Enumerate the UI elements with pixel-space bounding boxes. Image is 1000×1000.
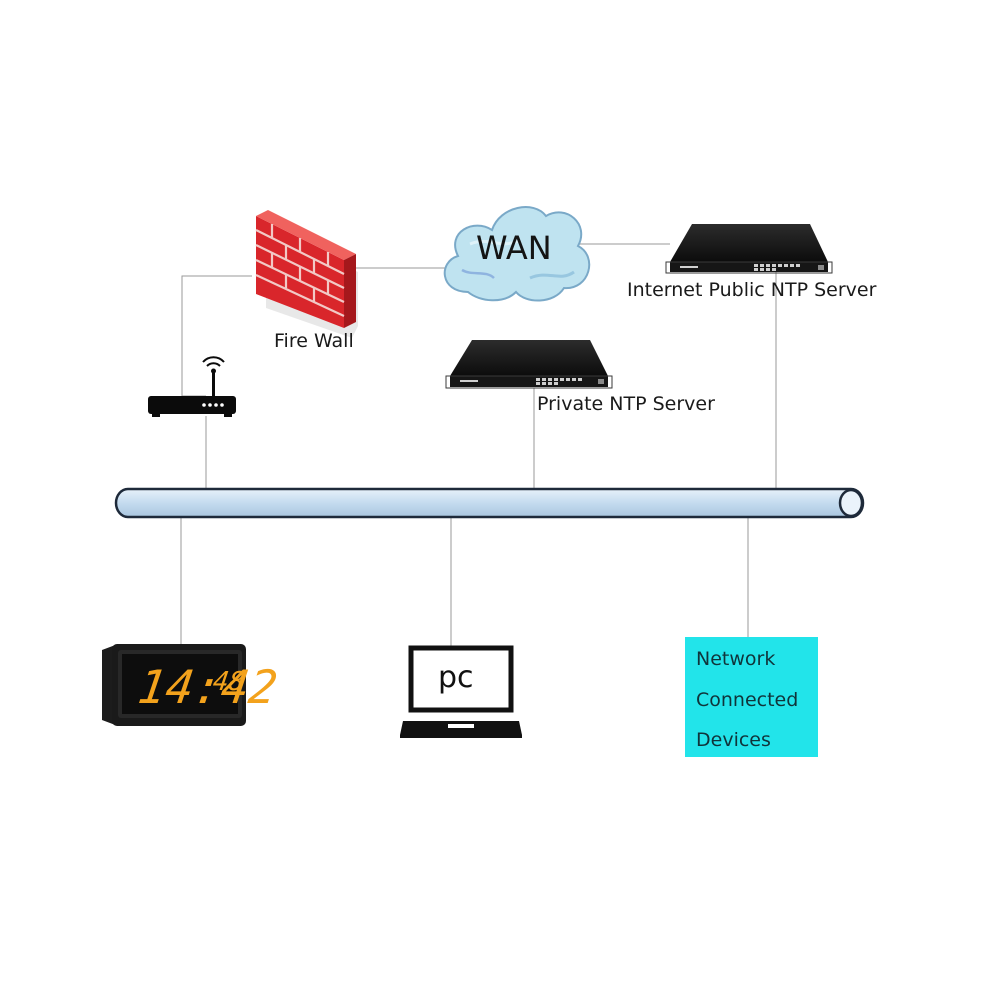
firewall-icon <box>255 210 358 338</box>
clock-seconds: 48 <box>211 667 246 697</box>
public-ntp-server-label: Internet Public NTP Server <box>627 279 877 301</box>
laptop-pc-icon <box>400 645 522 738</box>
pc-label: pc <box>438 660 474 695</box>
firewall-label: Fire Wall <box>274 330 354 352</box>
public-ntp-server-icon <box>665 224 833 274</box>
line-router-firewall <box>181 275 252 397</box>
devices-label-line-3: Devices <box>696 729 771 751</box>
devices-label-line-1: Network <box>696 648 776 670</box>
devices-label-line-2: Connected <box>696 688 799 711</box>
clock-time: 14:42 <box>135 660 281 714</box>
wan-label: WAN <box>476 229 552 267</box>
wan-cloud-icon <box>443 206 591 302</box>
digital-clock-icon: 14:42 48 <box>102 644 281 726</box>
private-ntp-server-icon <box>445 340 613 389</box>
network-backbone-pipe <box>114 487 865 519</box>
network-connected-devices-box: Network Connected Devices <box>685 637 818 757</box>
private-ntp-server-label: Private NTP Server <box>537 393 715 415</box>
router-icon <box>148 356 236 417</box>
